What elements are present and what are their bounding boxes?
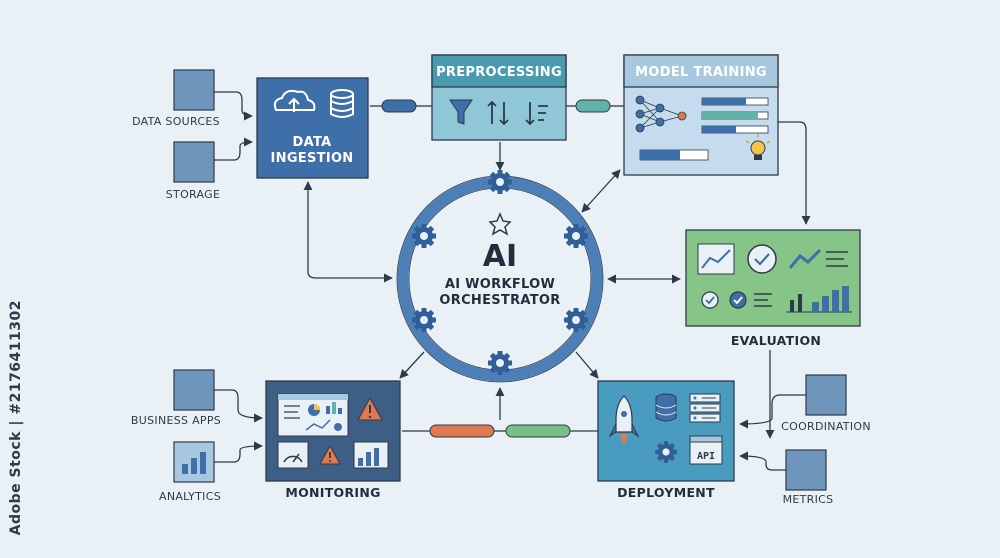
sort-arrows-icon <box>487 100 509 126</box>
source-metrics: METRICS <box>783 449 834 506</box>
source-business-apps: BUSINESS APPS <box>131 369 221 427</box>
api-label: API <box>697 451 715 462</box>
business-apps-label: BUSINESS APPS <box>131 414 221 427</box>
rocket-icon <box>608 395 640 446</box>
metrics-label: METRICS <box>783 493 834 506</box>
dashboard-panel-icon <box>277 393 349 437</box>
sort-list-icon <box>525 102 548 126</box>
node-evaluation: EVALUATION <box>685 229 861 348</box>
node-preprocessing: PREPROCESSING <box>431 54 567 141</box>
connector-pill-green <box>505 424 571 438</box>
source-data-sources: DATA SOURCES <box>132 69 220 128</box>
check-small-icon <box>701 291 747 309</box>
analytics-label: ANALYTICS <box>159 490 221 503</box>
connector-pill-teal <box>575 99 611 113</box>
server-icon <box>689 393 721 423</box>
monitoring-title: MONITORING <box>285 485 380 500</box>
connector-pill-blue <box>381 99 417 113</box>
warning-icon <box>357 396 383 421</box>
check-circle-icon <box>747 244 777 274</box>
hub-orchestrator: AI AI WORKFLOW ORCHESTRATOR <box>396 170 604 383</box>
source-storage: STORAGE <box>166 141 220 201</box>
score-lines-icon <box>826 251 848 267</box>
source-analytics: ANALYTICS <box>159 441 221 503</box>
bar-chart-icon <box>786 286 852 313</box>
coordination-label: COORDINATION <box>781 420 871 433</box>
neural-network-icon <box>635 95 687 133</box>
evaluation-title: EVALUATION <box>731 333 821 348</box>
deployment-title: DEPLOYMENT <box>617 485 715 500</box>
node-monitoring: MONITORING <box>265 380 401 500</box>
node-deployment: API DEPLOYMENT <box>597 380 735 500</box>
model-training-title: MODEL TRAINING <box>635 65 767 80</box>
database-deploy-icon <box>655 393 677 422</box>
data-ingestion-title-line2: INGESTION <box>271 151 354 166</box>
line-chart-icon <box>697 243 735 275</box>
trend-icon <box>788 248 822 269</box>
training-progress-bars <box>639 97 769 161</box>
analytics-bars-icon <box>182 452 206 474</box>
hub-title-line2: ORCHESTRATOR <box>439 293 560 308</box>
filter-icon <box>449 99 473 125</box>
lightbulb-icon <box>745 134 771 160</box>
sparkle-icon <box>488 212 512 236</box>
gauge-icon <box>277 441 309 469</box>
hub-title-line1: AI WORKFLOW <box>445 277 555 292</box>
preprocessing-title: PREPROCESSING <box>436 65 562 80</box>
database-icon <box>330 89 354 118</box>
warning-small-icon <box>319 444 341 465</box>
hub-ai-symbol: AI <box>483 239 517 274</box>
gear-deploy-icon <box>655 441 677 463</box>
data-sources-label: DATA SOURCES <box>132 115 220 128</box>
source-coordination: COORDINATION <box>781 374 871 433</box>
api-window-icon: API <box>689 435 723 465</box>
stock-watermark: Adobe Stock | #2176411302 <box>8 300 24 536</box>
eval-lines-icon <box>754 293 772 307</box>
node-model-training: MODEL TRAINING <box>623 54 779 176</box>
connector-wires <box>214 91 811 471</box>
storage-label: STORAGE <box>166 188 220 201</box>
data-ingestion-title-line1: DATA <box>293 135 332 150</box>
cloud-upload-icon <box>273 89 316 112</box>
connector-pill-orange <box>429 424 495 438</box>
monitor-bars-icon <box>353 441 389 469</box>
node-data-ingestion: DATA INGESTION <box>256 77 369 179</box>
